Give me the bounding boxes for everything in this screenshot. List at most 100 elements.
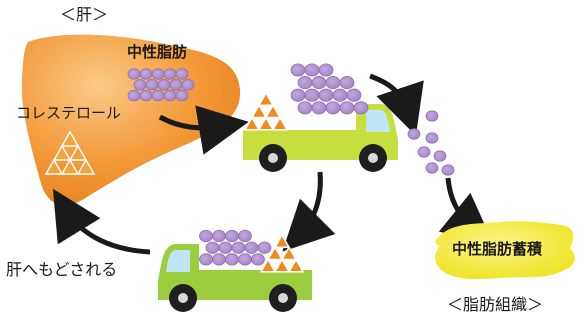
return-to-liver-label: 肝へもどされる bbox=[6, 260, 118, 279]
truck-top-hub-rear bbox=[268, 153, 278, 163]
fat-particle bbox=[169, 79, 183, 91]
cholesterol-label: コレステロール bbox=[16, 104, 122, 122]
cholesterol-triangle bbox=[60, 130, 80, 147]
fat-particle bbox=[244, 241, 259, 254]
fat-particle bbox=[218, 241, 233, 254]
fat-particle bbox=[290, 88, 306, 102]
fat-particle bbox=[175, 89, 189, 102]
cholesterol-triangle bbox=[264, 103, 282, 119]
fat-particle bbox=[339, 76, 355, 90]
fat-particle bbox=[257, 241, 272, 254]
cholesterol-triangle bbox=[52, 144, 72, 161]
fat-particle bbox=[425, 132, 439, 144]
fat-particle bbox=[145, 79, 159, 91]
fat-particle bbox=[175, 68, 189, 80]
fat-particle bbox=[311, 101, 327, 115]
truck-bottom-hub-front bbox=[178, 293, 188, 303]
fat-particle bbox=[339, 101, 355, 115]
fat-particle bbox=[225, 229, 239, 243]
liver-fat-label: 中性脂肪 bbox=[127, 43, 188, 61]
fat-particle bbox=[199, 229, 213, 243]
truck-top-fat bbox=[290, 63, 369, 115]
truck-bottom-cholesterol bbox=[259, 233, 305, 273]
fat-particle bbox=[318, 88, 334, 102]
fat-particle bbox=[225, 253, 239, 266]
cholesterol-triangle bbox=[68, 144, 88, 161]
arrow-liver-to-truck bbox=[158, 105, 249, 155]
fat-particle bbox=[353, 101, 369, 115]
fat-particle bbox=[157, 79, 171, 91]
fat-particle bbox=[231, 241, 246, 254]
fat-particle bbox=[346, 88, 362, 102]
fat-storage-label: 中性脂肪蓄積 bbox=[452, 240, 543, 258]
fat-stream bbox=[407, 110, 455, 176]
cholesterol-triangle bbox=[287, 257, 305, 273]
fat-particle bbox=[304, 88, 320, 102]
fat-particle bbox=[238, 229, 252, 243]
fat-particle bbox=[238, 253, 252, 266]
truck-bottom-hub-rear bbox=[278, 293, 288, 303]
cholesterol-triangle bbox=[266, 245, 284, 261]
fat-particle bbox=[199, 253, 213, 266]
truck-bottom bbox=[158, 244, 312, 312]
arrow-truck-to-adipose-1 bbox=[369, 73, 424, 136]
fat-particle bbox=[441, 164, 455, 176]
liver-title: ＜肝＞ bbox=[60, 5, 109, 24]
truck-top-chassis bbox=[243, 150, 398, 160]
fat-particle bbox=[127, 68, 141, 80]
arrow-back-to-liver bbox=[52, 188, 151, 255]
fat-particle bbox=[325, 76, 341, 90]
fat-particle bbox=[205, 241, 220, 254]
arrow-truck-to-adipose-2 bbox=[438, 177, 494, 244]
fat-particle bbox=[151, 68, 165, 80]
adipose-tissue bbox=[435, 221, 575, 280]
fat-particle bbox=[133, 79, 147, 91]
fat-particle bbox=[425, 110, 439, 122]
fat-particle bbox=[332, 88, 348, 102]
truck-bottom-fat bbox=[199, 229, 272, 266]
cholesterol-triangle bbox=[273, 233, 291, 248]
fat-particle bbox=[297, 76, 313, 90]
truck-top-hub-front bbox=[368, 153, 378, 163]
liver-fat-cluster bbox=[127, 68, 195, 102]
cholesterol-triangle bbox=[280, 245, 298, 261]
truck-bottom-bed bbox=[194, 270, 312, 292]
fat-particle bbox=[127, 89, 141, 102]
fat-particle bbox=[181, 79, 195, 91]
cholesterol-triangle bbox=[257, 115, 275, 131]
cholesterol-triangle bbox=[60, 158, 80, 175]
fat-particle bbox=[151, 89, 165, 102]
arrow-truck-down bbox=[282, 171, 336, 252]
cholesterol-triangle bbox=[259, 257, 277, 273]
fat-particle bbox=[290, 63, 306, 77]
cholesterol-triangle bbox=[273, 257, 291, 273]
fat-particle bbox=[304, 63, 320, 77]
fat-particle bbox=[433, 150, 447, 162]
fat-particle bbox=[417, 146, 431, 158]
cholesterol-triangle bbox=[257, 91, 275, 106]
cholesterol-triangle bbox=[250, 103, 268, 119]
fat-particle bbox=[325, 101, 341, 115]
truck-bottom-window bbox=[166, 250, 190, 272]
fat-particle bbox=[163, 68, 177, 80]
adipose-title: ＜脂肪組織＞ bbox=[447, 295, 544, 314]
cholesterol-triangle bbox=[44, 158, 64, 175]
truck-bottom-chassis bbox=[158, 290, 312, 300]
cholesterol-triangle bbox=[271, 115, 289, 131]
truck-top-cholesterol bbox=[243, 91, 289, 131]
cholesterol-triangle bbox=[76, 158, 96, 175]
fat-particle bbox=[311, 76, 327, 90]
cholesterol-triangle bbox=[243, 115, 261, 131]
fat-particle bbox=[251, 253, 265, 266]
fat-particle bbox=[139, 68, 153, 80]
fat-particle bbox=[212, 229, 226, 243]
fat-particle bbox=[318, 63, 334, 77]
fat-particle bbox=[163, 89, 177, 102]
fat-particle bbox=[407, 128, 421, 140]
fat-particle bbox=[212, 253, 226, 266]
fat-particle bbox=[139, 89, 153, 102]
liver-cholesterol-cluster bbox=[44, 130, 96, 175]
fat-particle bbox=[297, 101, 313, 115]
